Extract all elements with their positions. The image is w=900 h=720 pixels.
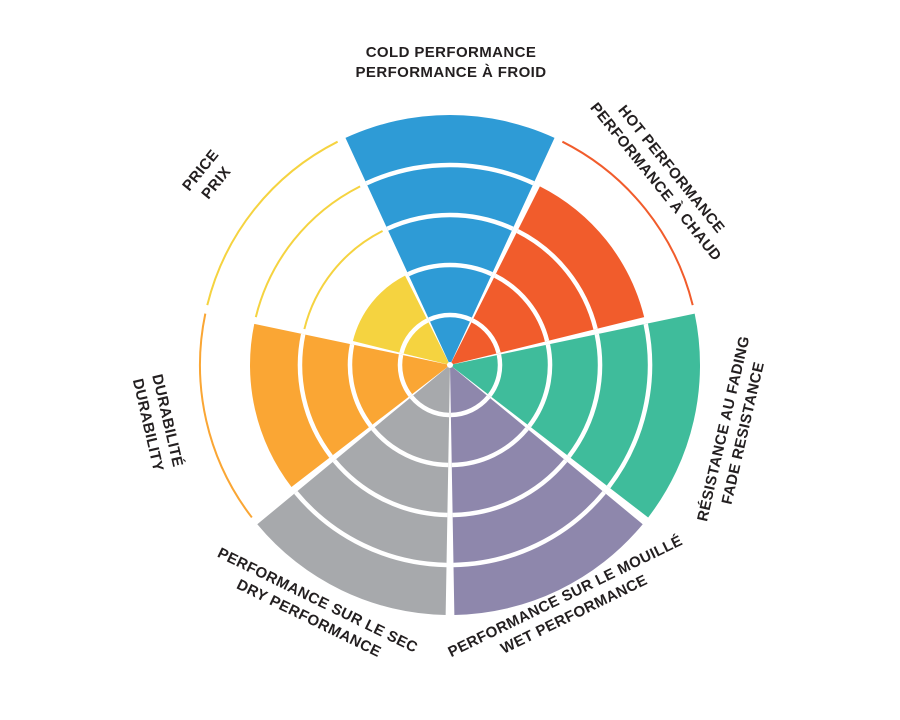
- segment-price-wedge: [352, 275, 449, 365]
- ring-separator: [332, 459, 448, 518]
- segment-durability: [198, 313, 448, 519]
- ring-separator: [471, 318, 501, 354]
- segment-dry-wedge: [257, 366, 450, 615]
- ring-separator: [386, 212, 514, 231]
- ring-separator: [371, 427, 449, 468]
- ring-separator: [297, 333, 333, 458]
- label-line-fr: PERFORMANCE À FROID: [355, 64, 547, 81]
- segment-cold-wedge: [345, 115, 555, 363]
- ring-separator: [452, 459, 568, 518]
- ring-separator: [399, 318, 429, 354]
- segment-price: [206, 140, 449, 365]
- ring-outline: [561, 140, 694, 306]
- ring-outline: [206, 140, 339, 306]
- segment-wet: [450, 366, 643, 615]
- label-cold-performance: COLD PERFORMANCE PERFORMANCE À FROID: [356, 43, 547, 83]
- ring-separator: [527, 343, 553, 428]
- ring-separator: [294, 490, 447, 568]
- ring-separator: [428, 312, 472, 322]
- ring-separator: [409, 395, 450, 418]
- ring-separator: [516, 229, 598, 330]
- ring-separator: [453, 490, 606, 568]
- ring-separator: [606, 323, 653, 489]
- ring-outline: [254, 185, 361, 318]
- ring-separator: [487, 354, 503, 397]
- ring-separator: [347, 343, 373, 428]
- segment-hot-wedge: [451, 186, 645, 365]
- segment-wet-wedge: [450, 366, 643, 615]
- segment-cold: [345, 115, 555, 363]
- ring-separator: [397, 354, 413, 397]
- ring-separator: [450, 395, 491, 418]
- ring-outline: [198, 313, 253, 519]
- ring-separator: [407, 262, 493, 277]
- ring-outline: [303, 230, 384, 330]
- ring-separator: [451, 427, 529, 468]
- ring-separator: [365, 162, 535, 186]
- ring-separator: [493, 273, 550, 342]
- segment-dry: [257, 366, 450, 615]
- label-line-en: COLD PERFORMANCE: [365, 44, 537, 61]
- segment-hot: [451, 140, 694, 365]
- segment-fade: [452, 313, 701, 518]
- ring-separator: [567, 333, 603, 458]
- segment-fade-wedge: [452, 313, 701, 518]
